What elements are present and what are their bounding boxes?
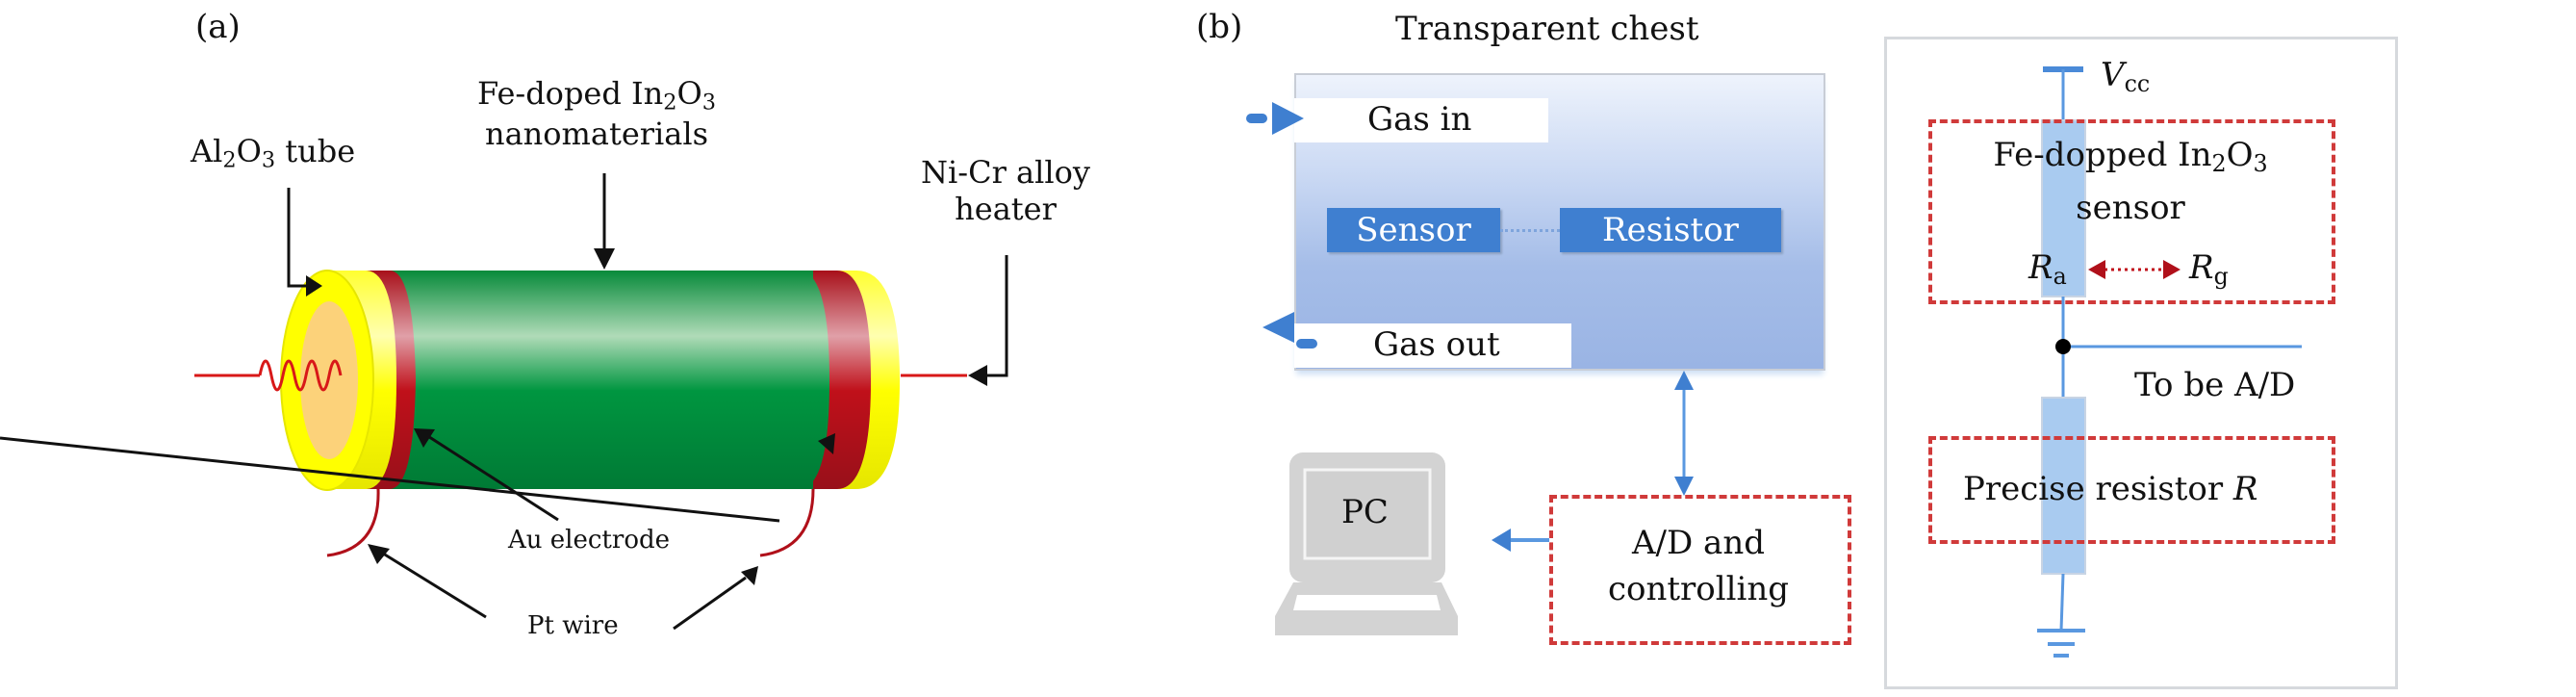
- gas-in-arrow-icon: [1272, 102, 1304, 135]
- pt-arrow-right: [673, 576, 747, 631]
- au-left-arrowhead: [414, 428, 435, 448]
- heater-arrowhead: [968, 365, 987, 386]
- au-right-arrowhead: [818, 433, 835, 454]
- left-arrow-icon: [1492, 529, 1511, 552]
- left-red-arrow-icon: [2088, 260, 2105, 279]
- pt-arrow-left: [379, 550, 487, 619]
- arrow-heads: [306, 248, 987, 585]
- al2o3-arrowhead: [306, 275, 322, 297]
- sensor-label: Fe-dopped In2O3 sensor: [1928, 133, 2333, 230]
- o-text: O: [676, 75, 702, 112]
- in-sub: 2: [2211, 149, 2227, 177]
- o-sub: 3: [261, 147, 276, 173]
- fe-doped-label: Fe-doped In2O3 nanomaterials: [443, 75, 751, 152]
- panel-b-label: (b): [1196, 8, 1243, 46]
- al2o3-tube-label: Al2O3 tube: [191, 133, 355, 173]
- transparent-chest: Gas in Sensor Resistor Gas out: [1294, 73, 1825, 371]
- vcc-label: Vcc: [2101, 56, 2150, 97]
- precise-r: R: [2232, 470, 2258, 508]
- laptop-keyboard: [1293, 595, 1441, 610]
- o-text: O: [236, 133, 262, 169]
- pc-label: PC: [1341, 493, 1389, 531]
- vcc-sub: cc: [2124, 69, 2151, 97]
- laptop-screen: [1303, 468, 1432, 560]
- tube-text: tube: [275, 133, 356, 169]
- panel-a-label: (a): [195, 8, 241, 46]
- pc-laptop-icon: [1275, 452, 1458, 635]
- rg-r: R: [2189, 248, 2214, 287]
- chest-title: Transparent chest: [1395, 10, 1699, 48]
- ground-wire: [2059, 573, 2065, 632]
- fe-doped-line1: Fe-doped In2O3: [443, 75, 751, 116]
- al2o3-arrow: [287, 188, 310, 288]
- gas-out-label: Gas out: [1373, 325, 1500, 364]
- sensor-resistor-link: [1500, 229, 1560, 232]
- annotation-arrows: [0, 173, 1008, 631]
- to-ad-label: To be A/D: [2134, 366, 2296, 404]
- fe-doped-line2: nanomaterials: [484, 115, 709, 152]
- pt-left-arrowhead: [368, 544, 390, 564]
- circuit-panel: [1884, 37, 2398, 689]
- ad-controlling-box: [1549, 495, 1851, 645]
- fe-doped-text: Fe-doped In: [476, 75, 664, 112]
- ra-label: Ra: [2028, 248, 2067, 290]
- precise-dash-box: [1928, 436, 2335, 544]
- gas-out-arrow-icon: [1262, 312, 1294, 343]
- sensor-line1: Fe-dopped In2O3: [1928, 133, 2333, 186]
- sensor-block: Sensor: [1327, 208, 1500, 252]
- heater-label: Ni-Cr alloy heater: [876, 154, 1135, 227]
- heater-line1: Ni-Cr alloy: [921, 154, 1090, 191]
- precise-text: Precise resistor: [1963, 470, 2233, 508]
- pt-wire-left: [326, 488, 380, 557]
- gas-in-label: Gas in: [1367, 100, 1472, 139]
- o-text: O: [2226, 136, 2254, 174]
- resistor-block: Resistor: [1560, 208, 1781, 252]
- fe-doped-arrowhead: [594, 248, 615, 270]
- pt-wire-label: Pt wire: [527, 611, 619, 640]
- au-arrow-left: [422, 431, 559, 522]
- sensor-dash-box: [1928, 119, 2335, 304]
- right-red-arrow-icon: [2163, 260, 2181, 279]
- vcc-v: V: [2101, 56, 2125, 94]
- precise-resistor-body: [2041, 397, 2086, 575]
- in-sub: 2: [663, 90, 677, 116]
- heater-arrow: [982, 255, 1008, 377]
- gas-in-box: Gas in: [1294, 98, 1548, 142]
- ra-sub: a: [2053, 262, 2067, 290]
- au-electrode-label: Au electrode: [508, 526, 670, 555]
- junction-node: [2055, 339, 2071, 354]
- heater-line2: heater: [955, 191, 1057, 227]
- down-arrow-icon: [1674, 477, 1694, 496]
- o-sub: 3: [2253, 149, 2268, 177]
- heater-coil: [258, 359, 343, 392]
- rg-label: Rg: [2189, 248, 2229, 290]
- gas-out-box: Gas out: [1294, 323, 1571, 368]
- ra-r: R: [2028, 248, 2053, 287]
- up-arrow-icon: [1674, 371, 1694, 390]
- au-arrow-right: [0, 436, 780, 523]
- o-sub: 3: [701, 90, 716, 116]
- ad-controlling-label: A/D and controlling: [1549, 520, 1848, 612]
- ad-line1: A/D and: [1631, 524, 1765, 562]
- ad-line2: controlling: [1607, 570, 1790, 608]
- sensing-film-end: [799, 271, 829, 489]
- sensor-text: Fe-dopped In: [1993, 136, 2212, 174]
- precise-resistor-label: Precise resistor R: [1963, 470, 2258, 508]
- pt-wire-right: [759, 488, 815, 557]
- sensor-line2: sensor: [2076, 188, 2185, 227]
- al-sub: 2: [222, 147, 237, 173]
- pt-right-arrowhead: [741, 566, 758, 585]
- rg-sub: g: [2213, 262, 2229, 290]
- al-text: Al: [191, 133, 223, 169]
